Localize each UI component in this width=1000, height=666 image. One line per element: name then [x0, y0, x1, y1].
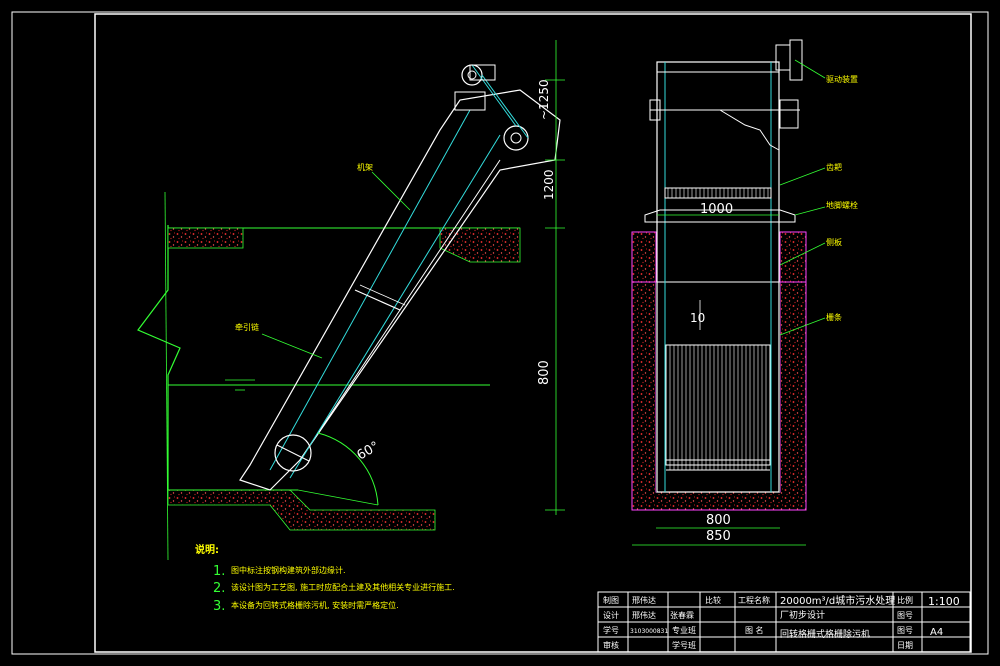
title-block-text: 制图 邢伟达 比较 工程名称 20000m³/d城市污水处理 比例 1:100 …: [603, 594, 960, 650]
label-chain: 牵引链: [235, 322, 259, 332]
outer-frame: [11, 11, 989, 655]
motor-front: [775, 44, 791, 71]
label-drive: 驱动装置: [826, 74, 858, 84]
tb-r3c4: 图 名: [745, 625, 764, 635]
label-anchor: 地脚螺栓: [826, 200, 858, 210]
label-side: 侧板: [826, 237, 842, 247]
notes: 说明: 1. 图中标注按钢构建筑外部边缘计. 2. 该设计图为工艺图, 施工时应…: [195, 543, 455, 614]
note-1-text: 图中标注按钢构建筑外部边缘计.: [231, 565, 346, 575]
motor-block: [454, 91, 486, 111]
front-frame: [656, 61, 780, 493]
dim-850: 850: [706, 529, 731, 544]
tb-r2c1: 设计: [603, 610, 619, 620]
screen-bars: [669, 345, 767, 470]
leader-frame: [371, 171, 411, 211]
front-view: 1000 10 800 850 驱动装置 齿耙 地脚螺栓 侧板 栅条: [631, 39, 858, 546]
drawing-frame: [94, 13, 972, 653]
leader-grid: [779, 167, 826, 186]
tb-r1c3: 比较: [705, 595, 721, 605]
tb-r2c2: 邢伟达: [632, 610, 656, 620]
tb-r2c5: 厂初步设计: [780, 609, 825, 621]
angle-base: [297, 489, 379, 506]
angle-arc: [317, 432, 379, 506]
dim-1250: ~1250: [537, 79, 551, 120]
dim-800-side: 800: [537, 360, 552, 385]
leader-side: [779, 242, 826, 266]
leader-chain: [261, 333, 323, 359]
rail-line-1: [269, 109, 471, 471]
label-grid: 齿耙: [826, 163, 842, 172]
tb-r1c2: 邢伟达: [632, 595, 656, 605]
tb-r2c6: 图号: [897, 611, 913, 620]
rake-row: [664, 187, 772, 199]
leader-anchor: [794, 206, 826, 216]
notes-title: 说明:: [195, 543, 219, 556]
dim-10: 10: [690, 311, 705, 325]
bearing-left: [649, 99, 661, 121]
tb-r1c5: 20000m³/d城市污水处理: [780, 594, 895, 607]
tb-r2c3: 张春霖: [670, 610, 694, 620]
dim-1200: 1200: [542, 169, 556, 200]
gearbox-front: [789, 39, 803, 81]
wall-top-right: [779, 231, 807, 283]
drive-sprocket-hub: [510, 132, 522, 144]
tb-r1c6: 比例: [897, 595, 913, 605]
tb-r4c6: 日期: [897, 641, 913, 650]
tb-r3c5: 回转格栅式格栅除污机: [780, 628, 870, 640]
note-3-text: 本设备为回转式格栅除污机, 安装时需严格定位.: [231, 600, 399, 610]
note-2-num: 2.: [213, 581, 225, 596]
tb-r3c2: 3103000831: [630, 628, 668, 635]
tb-r3c7: A4: [930, 627, 943, 638]
label-rake: 栅条: [826, 312, 842, 322]
ground-axis: [164, 191, 169, 561]
angle-label: 60°: [355, 439, 382, 464]
drive-sprocket: [503, 125, 529, 151]
top-sprocket-hub: [467, 70, 477, 80]
side-view: 60° ~1250 1200 800 机架 牵引链: [137, 40, 565, 561]
tb-r4c1: 审核: [603, 640, 619, 650]
dim-1000: 1000: [700, 202, 733, 217]
bottom-sprocket: [274, 434, 312, 472]
drive-belt-2: [481, 74, 529, 139]
tb-r1c1: 制图: [603, 595, 619, 605]
drive-cover: [719, 109, 780, 151]
tb-r1c7: 1:100: [928, 595, 960, 608]
leader-drive: [794, 59, 826, 79]
title-block: [597, 591, 971, 653]
wall-top-left: [631, 231, 657, 283]
tb-r1c4: 工程名称: [738, 595, 770, 605]
dim-800-bottom: 800: [706, 513, 731, 528]
drive-belt-1: [471, 64, 517, 127]
cross-bar-2: [359, 284, 406, 306]
note-1-num: 1.: [213, 564, 225, 579]
cross-bar: [354, 289, 401, 311]
label-frame: 机架: [357, 162, 373, 172]
tb-r4c3: 学号班: [672, 640, 696, 650]
gearbox: [469, 64, 496, 81]
tb-r3c1: 学号: [603, 625, 619, 635]
left-wall-line: [137, 225, 181, 490]
sprocket-line: [276, 444, 310, 462]
tb-r3c3: 专业班: [672, 625, 696, 635]
ground-hatch-right: [439, 227, 521, 263]
ground-hatch-bottom: [167, 489, 436, 531]
note-2-text: 该设计图为工艺图, 施工时应配合土建及其他相关专业进行施工.: [231, 582, 455, 592]
rake-teeth: [667, 188, 769, 198]
bearing-front: [779, 99, 799, 129]
rail-line-2: [289, 134, 501, 479]
ground-hatch-left: [167, 227, 244, 249]
tb-r3c6: 图号: [897, 626, 913, 635]
machine-body-outline: [239, 89, 561, 491]
note-3-num: 3.: [213, 599, 225, 614]
leader-rake: [779, 317, 826, 336]
